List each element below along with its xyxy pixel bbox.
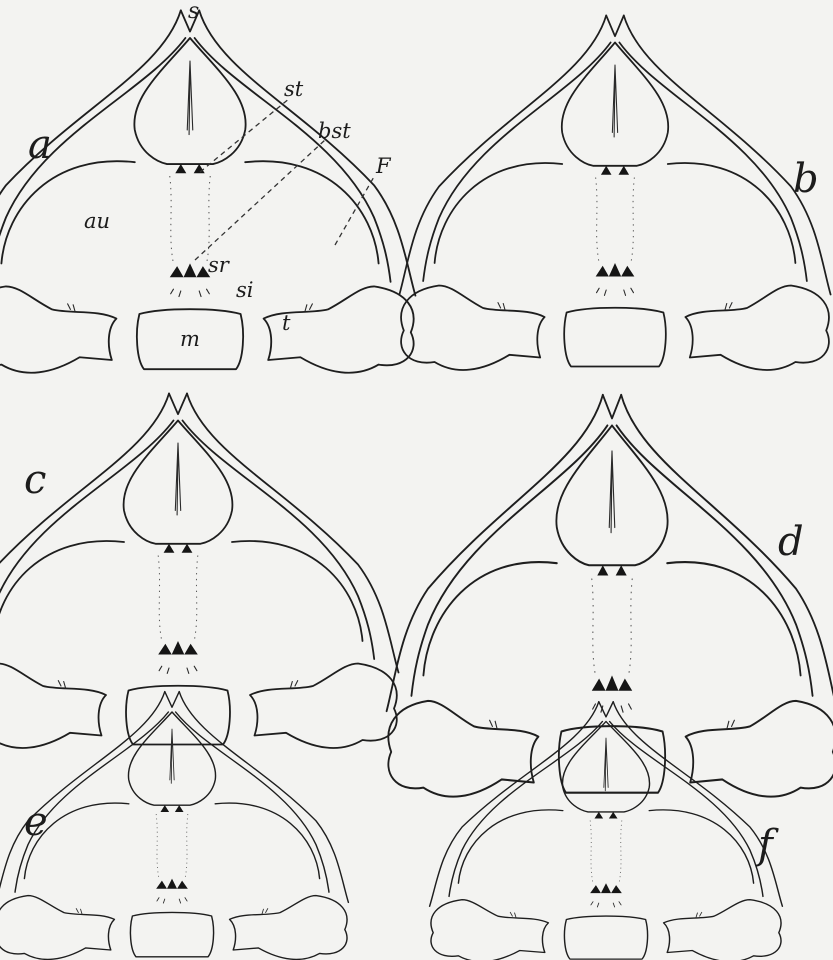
part-label-t: t [282, 311, 291, 335]
panel-b: b [399, 16, 830, 370]
panel-f: f [430, 702, 783, 960]
panel-d: d [387, 395, 833, 797]
bst-pointer-line [195, 140, 325, 260]
part-label-st: st [284, 77, 304, 101]
part-label-s: s [188, 0, 199, 24]
part-label-sr: sr [208, 253, 231, 277]
part-label-si: si [236, 278, 254, 302]
part-label-bst: bst [318, 119, 351, 143]
panel-label-e: e [24, 799, 48, 845]
panel-label-c: c [24, 457, 46, 503]
part-label-m: m [180, 327, 200, 351]
part-label-au: au [84, 209, 110, 233]
panel-label-a: a [28, 122, 52, 168]
panel-label-f: f [755, 822, 779, 868]
panel-c: c [0, 394, 398, 748]
panel-a: a s st bst F au sr si t m [0, 0, 415, 373]
panel-e: e [0, 692, 348, 960]
panel-label-d: d [778, 519, 804, 565]
part-label-F: F [375, 154, 392, 178]
panel-label-b: b [793, 156, 819, 202]
